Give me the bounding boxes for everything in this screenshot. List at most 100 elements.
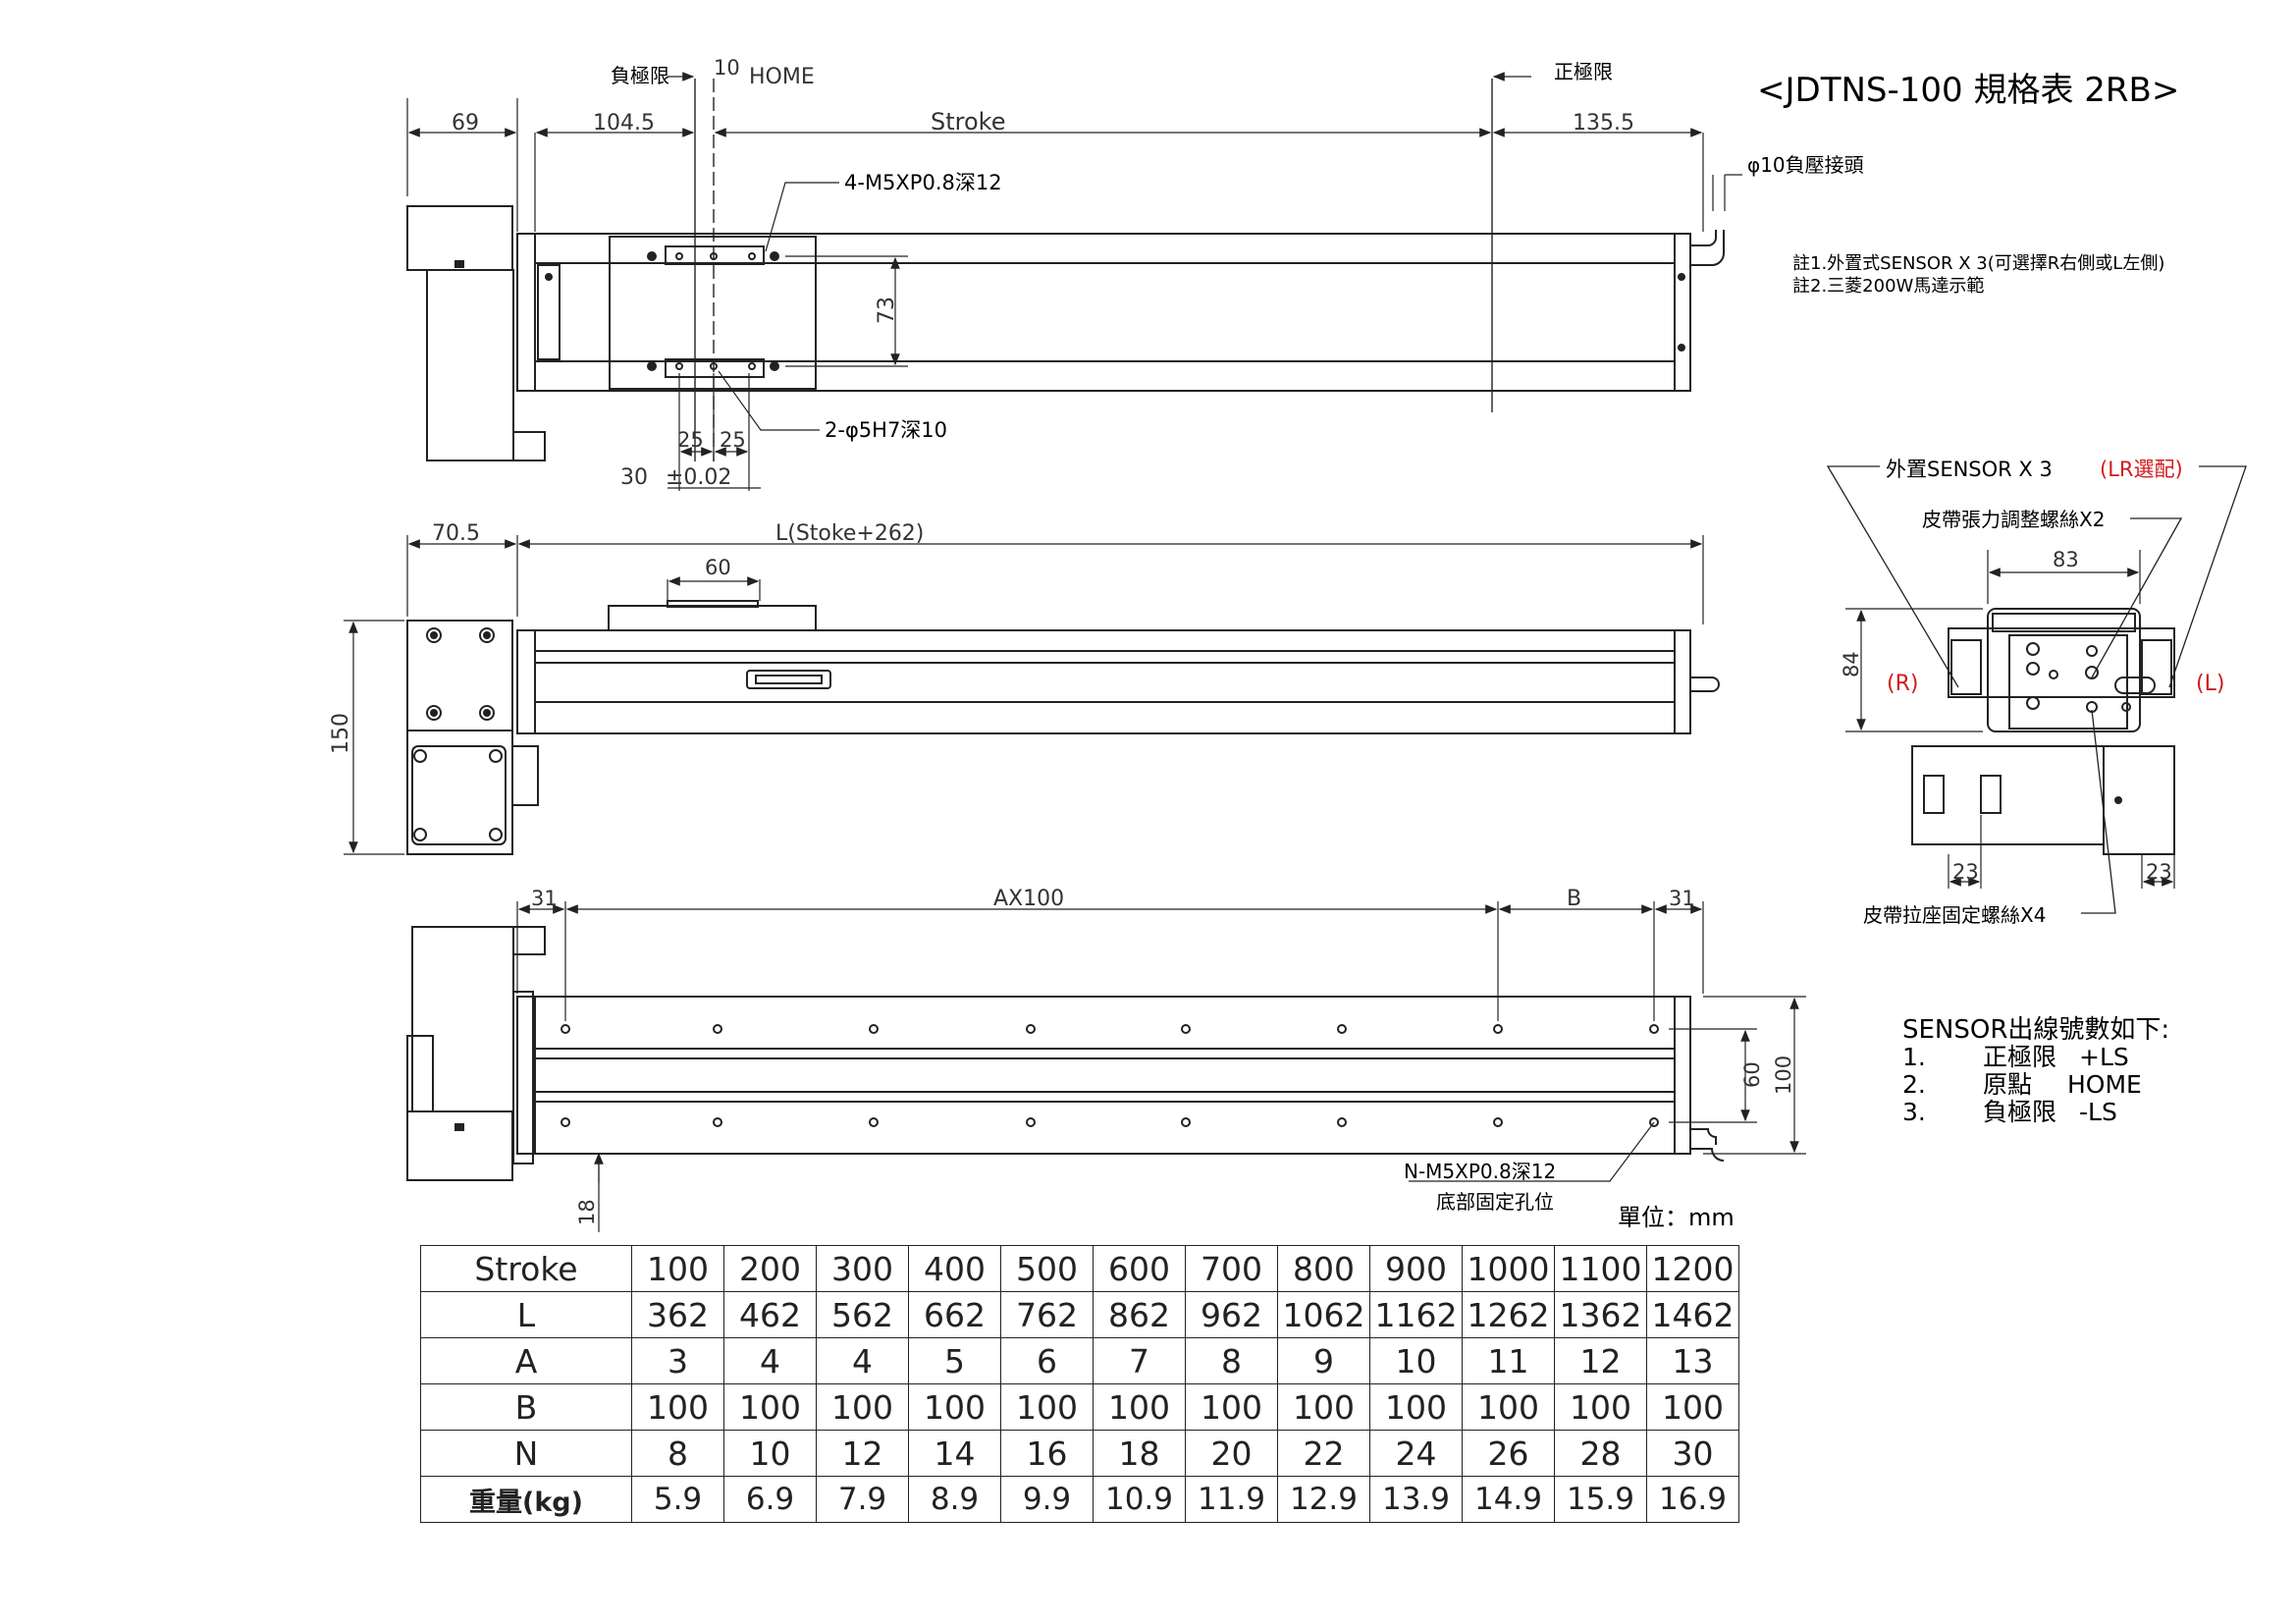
end-view-labels: 外置SENSOR X 3 (LR選配) 皮帶張力調整螺絲X2 83 84 (R)… — [1840, 458, 2224, 927]
spec-row-label: B — [420, 1383, 632, 1431]
spec-row-label: Stroke — [420, 1245, 632, 1292]
side-r-label: (R) — [1887, 672, 1918, 696]
spec-cell: 600 — [1093, 1245, 1186, 1292]
spec-cell: 1462 — [1646, 1291, 1739, 1338]
spec-cell: 18 — [1093, 1430, 1186, 1477]
spec-cell: 100 — [631, 1245, 724, 1292]
spec-cell: 11.9 — [1185, 1476, 1278, 1523]
spec-cell: 4 — [723, 1337, 817, 1384]
top-carriage — [609, 236, 817, 390]
note-1: 註1.外置式SENSOR X 3(可選擇R右側或L左側) — [1792, 253, 2164, 274]
bottom-rail-body — [516, 996, 1691, 1155]
side-view — [344, 535, 1720, 855]
spec-cell: 1362 — [1554, 1291, 1647, 1338]
spec-cell: 100 — [816, 1383, 909, 1431]
spec-cell: 1200 — [1646, 1245, 1739, 1292]
spec-cell: 9 — [1277, 1337, 1370, 1384]
spec-cell: 100 — [1462, 1383, 1555, 1431]
spec-cell: 462 — [723, 1291, 817, 1338]
dim-ax100: AX100 — [993, 887, 1064, 911]
end-view — [1826, 465, 2247, 914]
dim-18: 18 — [575, 1199, 599, 1225]
spec-cell: 100 — [1185, 1383, 1278, 1431]
bottom-holes-label: 底部固定孔位 — [1436, 1190, 1554, 1214]
side-motor-body — [406, 730, 513, 855]
spec-cell: 1062 — [1277, 1291, 1370, 1338]
spec-cell: 26 — [1462, 1430, 1555, 1477]
spec-cell: 5.9 — [631, 1476, 724, 1523]
top-rail-body — [516, 233, 1691, 392]
spec-row-label: A — [420, 1337, 632, 1384]
spec-cell: 1100 — [1554, 1245, 1647, 1292]
spec-cell: 100 — [1554, 1383, 1647, 1431]
spec-cell: 15.9 — [1554, 1476, 1647, 1523]
dim-100-bottom: 100 — [1772, 1056, 1795, 1095]
spec-cell: 100 — [1277, 1383, 1370, 1431]
side-sensor-slot — [746, 670, 831, 689]
spec-cell: 28 — [1554, 1430, 1647, 1477]
sensor-item-code: +LS — [2079, 1043, 2129, 1071]
sensor-item-code: HOME — [2067, 1070, 2142, 1099]
dim-right: 135.5 — [1573, 111, 1634, 135]
sensor-label: 外置SENSOR X 3 — [1886, 458, 2053, 481]
spec-cell: 7 — [1093, 1337, 1186, 1384]
spec-cell: 100 — [1000, 1383, 1094, 1431]
dim-83: 83 — [2053, 548, 2079, 571]
spec-cell: 12.9 — [1277, 1476, 1370, 1523]
spec-cell: 22 — [1277, 1430, 1370, 1477]
pin-holes-label: 2-φ5H7深10 — [825, 418, 947, 442]
spec-cell: 862 — [1093, 1291, 1186, 1338]
spec-cell: 4 — [816, 1337, 909, 1384]
spec-cell: 900 — [1369, 1245, 1463, 1292]
screw-top-label: 4-M5XP0.8深12 — [844, 171, 1002, 194]
sensor-option-label: (LR選配) — [2100, 458, 2183, 481]
home-label: HOME — [749, 65, 815, 89]
spec-cell: 14 — [908, 1430, 1001, 1477]
dim-23a: 23 — [1952, 860, 1979, 884]
spec-cell: 100 — [631, 1383, 724, 1431]
spec-cell: 100 — [1369, 1383, 1463, 1431]
spec-cell: 8.9 — [908, 1476, 1001, 1523]
spec-cell: 6.9 — [723, 1476, 817, 1523]
side-motor-flange — [406, 620, 513, 731]
side-view-labels: 70.5 L(Stoke+262) 60 150 — [329, 521, 924, 754]
spec-cell: 762 — [1000, 1291, 1094, 1338]
sensor-item-num: 3. — [1902, 1098, 1926, 1126]
dim-60-bottom: 60 — [1740, 1061, 1764, 1088]
spec-cell: 12 — [1554, 1337, 1647, 1384]
spec-cell: 100 — [908, 1383, 1001, 1431]
bottom-view — [406, 901, 1806, 1232]
spec-cell: 562 — [816, 1291, 909, 1338]
spec-cell: 400 — [908, 1245, 1001, 1292]
spec-cell: 3 — [631, 1337, 724, 1384]
spec-cell: 13 — [1646, 1337, 1739, 1384]
side-carriage — [608, 605, 817, 631]
dim-84: 84 — [1840, 651, 1863, 677]
sensor-item-num: 2. — [1902, 1070, 1926, 1099]
note-2: 註2.三菱200W馬達示範 — [1792, 276, 1984, 297]
dim-length: L(Stoke+262) — [775, 521, 924, 546]
spec-cell: 6 — [1000, 1337, 1094, 1384]
spec-row-label: L — [420, 1291, 632, 1338]
spec-cell: 300 — [816, 1245, 909, 1292]
dim-73: 73 — [875, 297, 899, 324]
sensor-list-heading: SENSOR出線號數如下: — [1902, 1015, 2169, 1045]
spec-cell: 13.9 — [1369, 1476, 1463, 1523]
dim-stroke: Stroke — [931, 108, 1005, 135]
dim-b: B — [1567, 887, 1581, 911]
dim-motor: 69 — [452, 111, 479, 135]
dim-23b: 23 — [2146, 860, 2172, 884]
tolerance-label: ±0.02 — [666, 465, 731, 490]
dim-31a: 31 — [531, 887, 558, 910]
spec-cell: 10 — [1369, 1337, 1463, 1384]
spec-row-label: 重量(kg) — [420, 1476, 632, 1523]
neg-limit-label: 負極限 — [611, 64, 669, 87]
side-rail-body — [516, 629, 1691, 734]
spec-cell: 11 — [1462, 1337, 1555, 1384]
